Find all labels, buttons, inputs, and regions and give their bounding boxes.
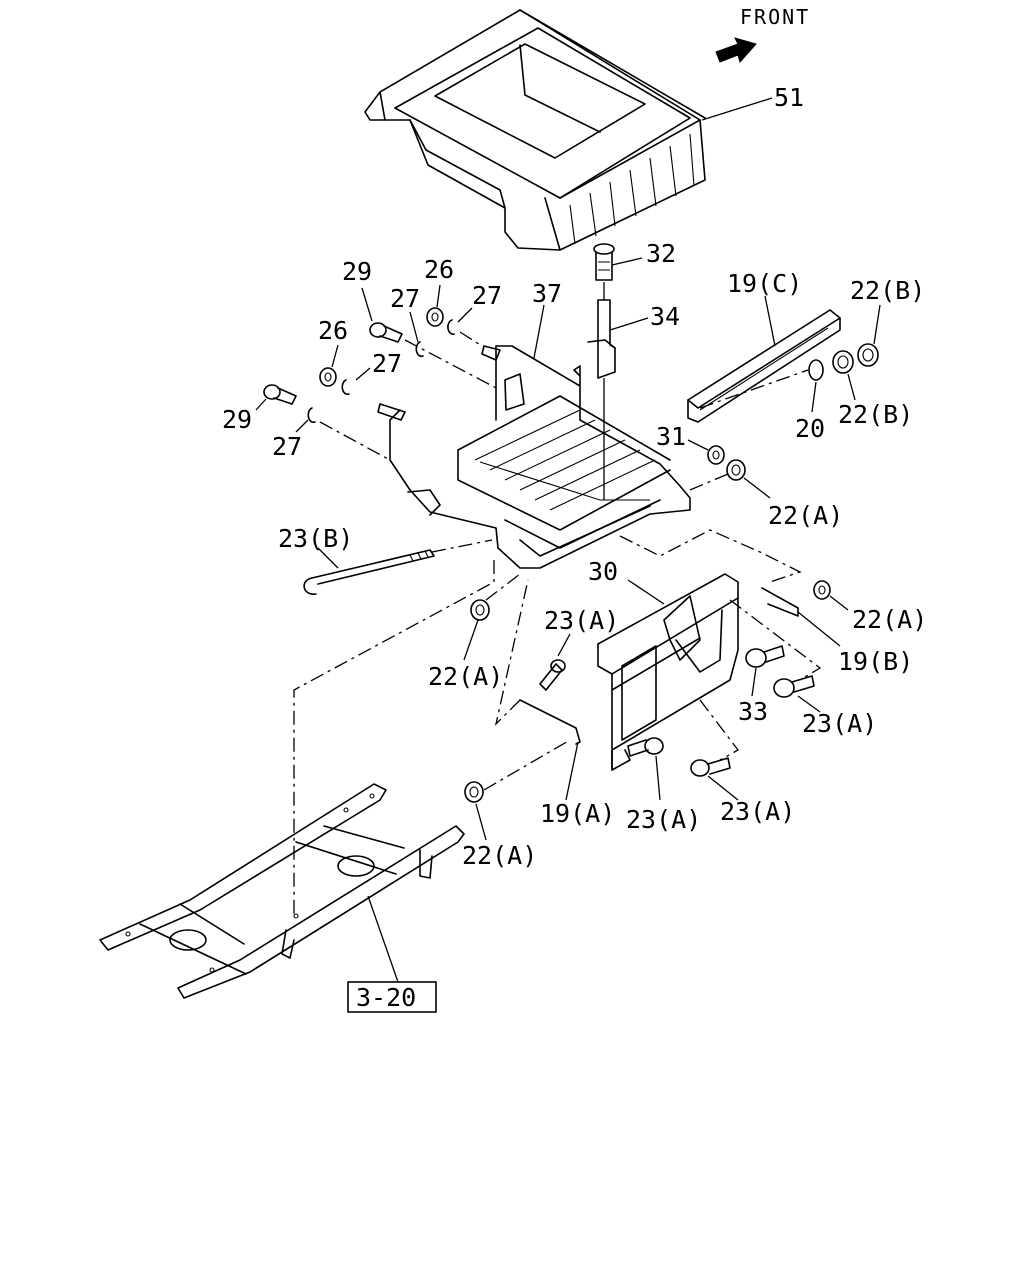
- callout-30: 30: [588, 557, 618, 586]
- nut-22a-bottom: [464, 781, 484, 803]
- washer-27-b: [447, 319, 455, 335]
- bolt-29-top: [369, 322, 403, 343]
- nut-22a-far: [813, 580, 831, 600]
- washer-20: [808, 359, 824, 381]
- nut-22a-left: [470, 599, 490, 621]
- callout-22a-right: 22(A): [768, 501, 843, 530]
- callout-23a-right: 23(A): [802, 709, 877, 738]
- callout-19b: 19(B): [838, 647, 913, 676]
- battery-cover-part-51: [364, 9, 706, 251]
- hold-down-bar-19c: [687, 309, 841, 423]
- bolt-23a-b1: [627, 737, 664, 757]
- callout-51: 51: [774, 83, 804, 112]
- callout-23a-b2: 23(A): [720, 797, 795, 826]
- callout-20: 20: [795, 414, 825, 443]
- bolt-29-low: [263, 384, 297, 405]
- callout-19c: 19(C): [727, 269, 802, 298]
- callout-32: 32: [646, 239, 676, 268]
- callout-22a-bottom: 22(A): [462, 841, 537, 870]
- washer-27-d: [307, 407, 316, 424]
- callout-22b-mid: 22(B): [838, 400, 913, 429]
- nut-22a-right: [726, 459, 746, 481]
- nut-26-top: [426, 307, 444, 327]
- hold-down-bar-19b: [761, 587, 799, 617]
- nut-26-mid: [319, 367, 337, 387]
- callout-23a-top: 23(A): [544, 606, 619, 635]
- callout-26-mid: 26: [318, 316, 348, 345]
- clamp-34: [587, 299, 616, 379]
- hold-down-bar-19a: [519, 699, 581, 745]
- callout-27-b: 27: [472, 281, 502, 310]
- front-arrow-icon: [715, 37, 757, 64]
- nut-22b-mid: [832, 350, 854, 374]
- callout-23a-b1: 23(A): [626, 805, 701, 834]
- chassis-frame: [99, 783, 465, 999]
- callout-27-c: 27: [372, 349, 402, 378]
- callout-23b: 23(B): [278, 524, 353, 553]
- reference-box-3-20: [347, 981, 437, 1013]
- bolt-33: [745, 645, 785, 668]
- bolt-23a-right: [773, 675, 815, 698]
- washer-27-a: [415, 341, 424, 358]
- front-label: FRONT: [740, 5, 810, 29]
- callout-34: 34: [650, 302, 680, 331]
- callout-22a-far: 22(A): [852, 605, 927, 634]
- callout-27-d: 27: [272, 432, 302, 461]
- callout-33: 33: [738, 697, 768, 726]
- callout-22b-top: 22(B): [850, 276, 925, 305]
- tray-plate-30: [597, 573, 739, 771]
- callout-27-a: 27: [390, 284, 420, 313]
- callout-29-low: 29: [222, 405, 252, 434]
- washer-27-c: [341, 379, 350, 396]
- callout-31: 31: [656, 422, 686, 451]
- bolt-32: [593, 243, 615, 281]
- front-indicator: FRONT: [715, 5, 810, 64]
- callout-37: 37: [532, 279, 562, 308]
- callout-22a-left: 22(A): [428, 662, 503, 691]
- battery-bracket-37: [389, 345, 691, 569]
- callout-29-top: 29: [342, 257, 372, 286]
- nut-31: [707, 445, 725, 465]
- j-bolt-23b: [303, 549, 435, 595]
- callout-19a: 19(A): [540, 799, 615, 828]
- bolt-23a-top: [539, 659, 566, 691]
- stud-left: [377, 403, 406, 421]
- nut-22b-top: [857, 343, 879, 367]
- bolt-23a-b2: [690, 757, 731, 777]
- stud-right-top: [481, 345, 501, 361]
- reference-box-label: 3-20: [356, 983, 416, 1012]
- callout-26-top: 26: [424, 255, 454, 284]
